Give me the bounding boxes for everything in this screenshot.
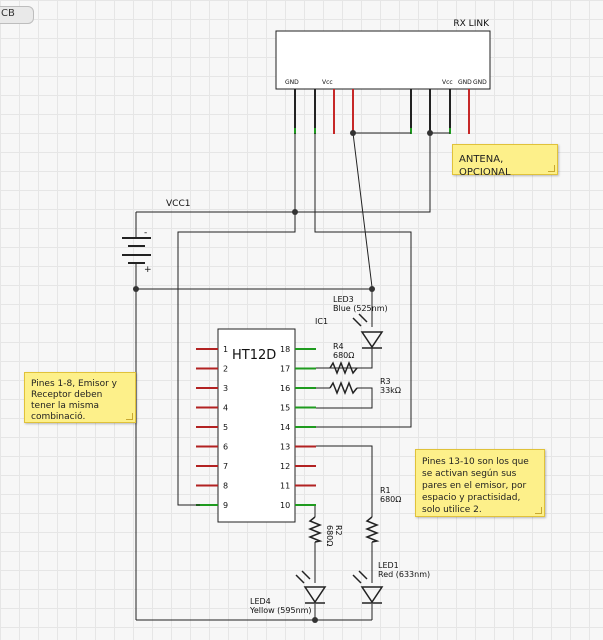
document-tab[interactable]: CB [0,6,34,24]
rx-pin-gnd-2: GND [458,79,472,86]
r1-name: R1 [380,486,391,495]
led4-symbol[interactable] [295,570,327,604]
r4-value: 680Ω [333,351,354,360]
rx-pin-gnd-1: GND [285,79,299,86]
battery-symbol[interactable] [122,237,151,270]
rx-pin-legs [294,89,470,134]
r2-name: R2 [334,525,343,536]
r2-value: 680Ω [325,525,334,546]
rx-link-module[interactable] [275,30,491,90]
ic-right-pin-number: 16 [280,384,290,393]
led1-symbol[interactable] [352,570,384,604]
resize-grip-icon[interactable] [535,507,542,514]
vcc1-label: VCC1 [166,199,190,209]
led3-desc: Blue (525nm) [333,304,388,313]
note-antena-text: ANTENA, OPCIONAL [459,154,511,178]
ic-right-pins: 18 17 16 15 14 13 12 11 10 [280,345,316,510]
ic-designator: IC1 [315,317,328,326]
r1-resistor[interactable] [364,516,380,543]
ic-right-pin-number: 12 [280,462,290,471]
note-pines-1-8-text: Pines 1-8, Emisor y Receptor deben tener… [31,379,117,422]
r3-resistor[interactable] [329,380,358,396]
ic-right-pin-number: 18 [280,345,290,354]
note-pines-13-10[interactable]: Pines 13-10 son los que se activan según… [415,449,545,517]
ic-left-pin-number: 9 [223,501,228,510]
ic-right-pin-number: 15 [280,404,290,413]
r3-value: 33kΩ [380,386,401,395]
led3-name: LED3 [333,295,354,304]
ic-left-pin-number: 7 [223,462,228,471]
battery-minus-label: - [144,228,147,238]
r1-value: 680Ω [380,495,401,504]
circuit-wires [135,132,450,621]
led4-name: LED4 [250,597,271,606]
ic-right-pin-number: 14 [280,423,290,432]
ic-left-pins: 1 2 3 4 5 6 7 8 9 [178,345,228,510]
rx-pin-vcc-1: Vcc [322,79,333,86]
r4-resistor[interactable] [329,360,358,376]
rx-link-title: RX LINK [453,19,490,29]
rx-pin-gnd-3: GND [473,79,487,86]
led4-desc: Yellow (595nm) [249,606,312,615]
resize-grip-icon[interactable] [126,413,133,420]
r2-resistor[interactable] [307,516,323,543]
rx-pin-vcc-2: Vcc [442,79,453,86]
led3-symbol[interactable] [352,313,384,349]
ic-left-pin-number: 6 [223,443,228,452]
note-antena[interactable]: ANTENA, OPCIONAL [452,144,558,178]
r3-name: R3 [380,377,391,386]
ic-ht12d[interactable] [217,328,296,523]
ic-right-pin-number: 10 [280,501,290,510]
ic-name: HT12D [232,348,276,363]
r4-name: R4 [333,342,344,351]
ic-left-pin-number: 3 [223,384,228,393]
ic-right-pin-number: 11 [280,482,290,491]
ic-right-pin-number: 17 [280,365,290,374]
led1-desc: Red (633nm) [378,570,430,579]
ic-left-pin-number: 2 [223,365,228,374]
note-pines-1-8[interactable]: Pines 1-8, Emisor y Receptor deben tener… [24,372,136,423]
ic-left-pin-number: 8 [223,482,228,491]
ic-left-pin-number: 5 [223,423,228,432]
battery-plus-label: + [144,265,152,275]
note-pines-13-10-text: Pines 13-10 son los que se activan según… [422,457,529,515]
ic-right-pin-number: 13 [280,443,290,452]
ic-left-pin-number: 1 [223,345,228,354]
resize-grip-icon[interactable] [548,165,555,172]
ic-left-pin-number: 4 [223,404,228,413]
led1-name: LED1 [378,561,399,570]
junction-dots [133,130,433,623]
tab-label: CB [1,8,15,19]
